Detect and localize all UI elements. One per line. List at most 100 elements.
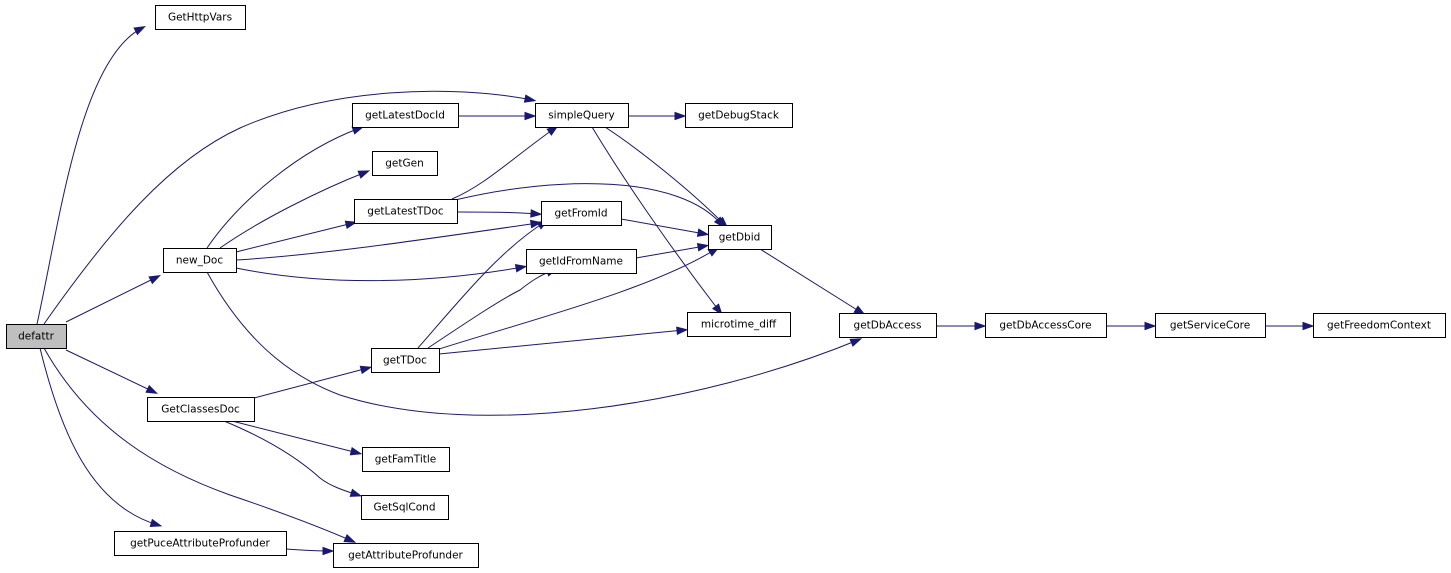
node-box: [163, 248, 237, 273]
node-label: getPuceAttributeProfunder: [130, 538, 270, 550]
node-getDbAccess[interactable]: getDbAccess: [839, 313, 937, 338]
edge-new_Doc-to-getIdFromName: [235, 264, 528, 282]
edge-arrowhead: [343, 534, 357, 543]
edge-arrowhead: [696, 243, 710, 252]
edge-arrowhead: [674, 111, 687, 121]
node-label: getDbAccess: [854, 320, 922, 332]
node-box: [352, 103, 459, 128]
node-label: getTDoc: [383, 355, 427, 367]
edge-arrowhead: [349, 488, 363, 497]
node-getDebugStack[interactable]: getDebugStack: [685, 103, 793, 128]
node-box: [147, 397, 255, 422]
node-box: [354, 199, 458, 224]
node-getPuceAttributeProfunder[interactable]: getPuceAttributeProfunder: [114, 531, 287, 556]
edge-line: [206, 127, 361, 249]
edge-arrowhead: [514, 264, 528, 273]
edge-line: [223, 420, 359, 496]
edge-getDbAccess-to-getDbAccessCore: [936, 321, 987, 331]
edge-getPuceAttributeProfunder-to-getAttributeProfunder: [285, 546, 335, 556]
node-box: [155, 5, 246, 30]
node-getFromId[interactable]: getFromId: [541, 201, 622, 226]
edge-line: [65, 276, 158, 323]
edge-new_Doc-to-getGen: [219, 170, 371, 249]
edge-new_Doc-to-getLatestDocId: [206, 126, 365, 249]
node-label: getLatestTDoc: [367, 206, 444, 218]
node-box: [362, 447, 450, 472]
edge-arrowhead: [344, 220, 358, 229]
node-box: [6, 324, 67, 349]
edge-defattr-to-simpleQuery: [43, 90, 537, 325]
node-box: [541, 201, 622, 226]
edge-arrowhead: [524, 111, 537, 121]
edge-line: [620, 218, 706, 235]
edge-defattr-to-getPuceAttributeProfunder: [39, 347, 163, 528]
edge-defattr-to-new_Doc: [65, 275, 162, 323]
node-label: getFreedomContext: [1327, 320, 1431, 332]
node-box: [687, 312, 791, 337]
edge-getLatestTDoc-to-simpleQuery: [451, 125, 559, 200]
edge-arrowhead: [676, 326, 689, 336]
node-getFamTitle[interactable]: getFamTitle: [362, 447, 450, 472]
edge-arrowhead: [359, 365, 373, 375]
node-label: GetHttpVars: [168, 12, 232, 24]
edge-defattr-to-GetClassesDoc: [65, 349, 159, 394]
edge-arrowhead: [849, 338, 863, 347]
edge-getDbAccessCore-to-getServiceCore: [1106, 321, 1157, 331]
edge-arrowhead: [712, 303, 723, 316]
edge-arrowhead: [974, 321, 987, 331]
edge-getServiceCore-to-getFreedomContext: [1265, 321, 1315, 331]
edge-line: [65, 349, 155, 393]
node-label: defattr: [18, 331, 54, 343]
node-label: getIdFromName: [539, 256, 623, 268]
node-simpleQuery[interactable]: simpleQuery: [535, 103, 629, 128]
node-box: [371, 348, 440, 373]
node-label: getFamTitle: [375, 454, 436, 466]
node-getGen[interactable]: getGen: [372, 151, 438, 176]
node-label: getServiceCore: [1170, 320, 1250, 332]
node-box: [839, 313, 937, 338]
edge-arrowhead: [530, 209, 543, 218]
node-label: getAttributeProfunder: [348, 550, 463, 562]
edge-line: [253, 367, 369, 399]
node-label: getDbid: [719, 232, 761, 244]
edge-arrowhead: [696, 228, 710, 237]
node-box: [372, 151, 438, 176]
node-GetSqlCond[interactable]: GetSqlCond: [361, 495, 449, 520]
edge-line: [206, 271, 859, 416]
node-getServiceCore[interactable]: getServiceCore: [1155, 313, 1266, 338]
node-box: [1155, 313, 1266, 338]
edge-line: [604, 126, 726, 226]
node-getDbid[interactable]: getDbid: [708, 225, 772, 250]
edge-arrowhead: [149, 518, 163, 528]
node-getFreedomContext[interactable]: getFreedomContext: [1313, 313, 1446, 338]
node-new_Doc[interactable]: new_Doc: [163, 248, 237, 273]
node-GetHttpVars[interactable]: GetHttpVars: [155, 5, 246, 30]
edge-line: [235, 266, 524, 282]
node-defattr[interactable]: defattr: [6, 324, 67, 349]
node-box: [535, 103, 629, 128]
edge-arrowhead: [357, 170, 371, 179]
node-microtime_diff[interactable]: microtime_diff: [687, 312, 791, 337]
node-box: [526, 249, 637, 274]
edge-arrowhead: [322, 546, 335, 556]
edge-simpleQuery-to-microtime_diff: [591, 126, 723, 316]
edge-defattr-to-getAttributeProfunder: [43, 347, 357, 543]
node-getDbAccessCore[interactable]: getDbAccessCore: [985, 313, 1107, 338]
node-GetClassesDoc[interactable]: GetClassesDoc: [147, 397, 255, 422]
edge-line: [36, 27, 143, 325]
edge-line: [438, 329, 685, 355]
edge-arrowhead: [133, 25, 146, 36]
node-box: [1313, 313, 1446, 338]
edge-line: [759, 248, 863, 314]
edge-getIdFromName-to-getDbid: [635, 243, 710, 259]
node-getLatestTDoc[interactable]: getLatestTDoc: [354, 199, 458, 224]
node-label: getDbAccessCore: [999, 320, 1091, 332]
node-getLatestDocId[interactable]: getLatestDocId: [352, 103, 459, 128]
edge-line: [235, 222, 354, 253]
node-getIdFromName[interactable]: getIdFromName: [526, 249, 637, 274]
node-label: new_Doc: [176, 255, 223, 267]
node-getAttributeProfunder[interactable]: getAttributeProfunder: [333, 543, 479, 568]
edge-simpleQuery-to-getDebugStack: [628, 111, 687, 121]
node-getTDoc[interactable]: getTDoc: [371, 348, 440, 373]
